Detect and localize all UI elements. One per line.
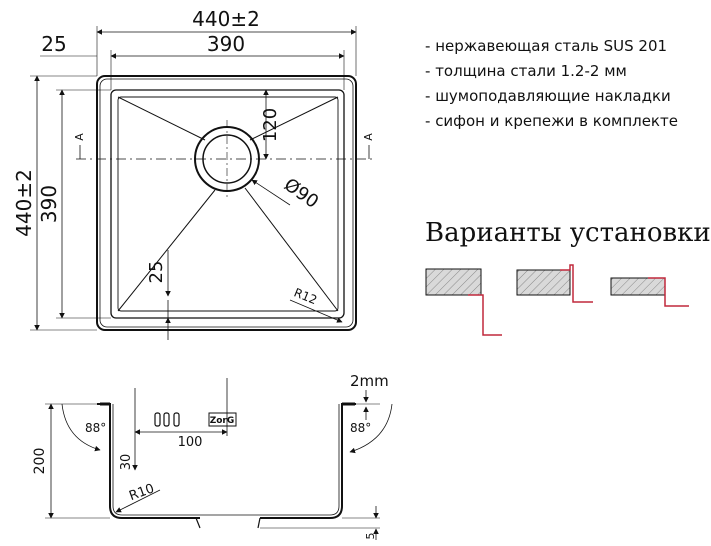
- sink-outer-outline: [96, 75, 357, 331]
- overflow-height-dim: 30: [119, 454, 134, 471]
- brand-logo-text: ZorG: [210, 416, 235, 426]
- angle-left-dim: 88°: [85, 421, 106, 435]
- bottom-offset-dim: 25: [146, 261, 167, 284]
- bottom-offset-section-dim: 5: [364, 533, 377, 540]
- brand-logo: [208, 412, 237, 427]
- flange-dim: 25: [41, 32, 66, 56]
- spec-item: толщина стали 1.2-2 мм: [425, 59, 678, 84]
- install-variant-flush: [516, 264, 593, 303]
- spec-item: шумоподавляющие накладки: [425, 84, 678, 109]
- install-variant-topmount: [610, 277, 689, 307]
- installation-variants-title: Варианты установки: [425, 218, 711, 248]
- section-view: [45, 378, 393, 540]
- section-mark-left: А: [73, 133, 86, 141]
- overflow-holes: [154, 412, 180, 427]
- overall-width-dim: 440±2: [192, 7, 260, 31]
- inner-width-dim: 390: [207, 32, 245, 56]
- drain-offset-dim: 120: [260, 108, 281, 142]
- angle-right-dim: 88°: [350, 421, 371, 435]
- inner-height-dim: 390: [37, 185, 61, 223]
- corner-radius-dim: R12: [292, 285, 319, 307]
- section-mark-right: А: [362, 133, 375, 141]
- bowl-slope-lines: [117, 96, 339, 312]
- bottom-radius-dim: R10: [127, 481, 156, 504]
- overall-height-dim: 440±2: [12, 169, 36, 237]
- overflow-offset-dim: 100: [178, 435, 203, 450]
- installation-variants: [425, 264, 689, 336]
- sink-bowl-outline: [110, 89, 345, 319]
- thickness-dim: 2mm: [350, 372, 389, 390]
- depth-dim: 200: [32, 448, 48, 475]
- top-view: [30, 26, 372, 340]
- spec-list: нержавеющая сталь SUS 201 толщина стали …: [425, 34, 678, 134]
- spec-item: сифон и крепежи в комплекте: [425, 109, 678, 134]
- spec-item: нержавеющая сталь SUS 201: [425, 34, 678, 59]
- drain-diameter-dim: Ø90: [280, 174, 322, 212]
- install-variant-undermount: [425, 268, 502, 336]
